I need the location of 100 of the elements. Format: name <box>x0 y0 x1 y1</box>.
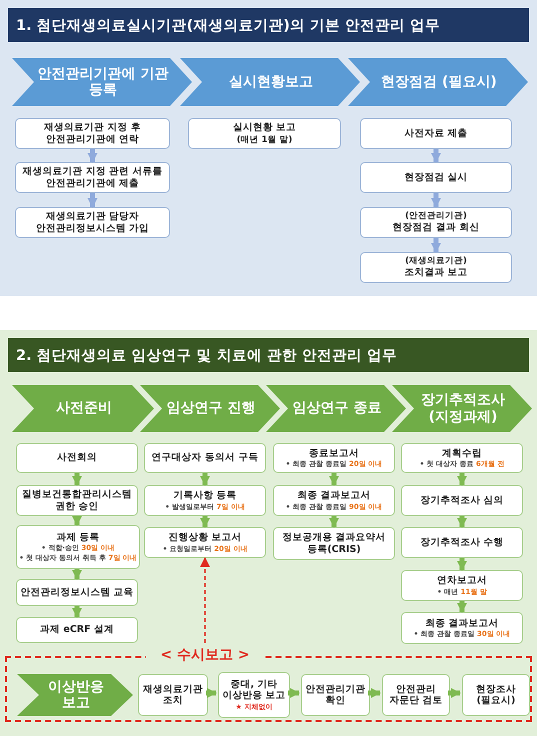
stage-title: 장기추적조사 (지정과제) <box>420 392 506 425</box>
process-box <box>360 252 512 283</box>
box-title: 정보공개용 결과요약서 등록(CRIS) <box>281 532 387 555</box>
box-title: 안전관리기관 확인 <box>304 684 366 706</box>
box-title: 연구대상자 동의서 구득 <box>152 452 258 464</box>
arrow <box>206 688 217 698</box>
arrow <box>88 193 98 208</box>
stage-title: 현장점검 (필요시) <box>380 74 498 90</box>
box-title: 안전관리정보시스템 교육 <box>20 586 134 598</box>
arrow <box>72 606 82 618</box>
box-title: 안전관리 자문단 검토 <box>388 684 444 706</box>
arrow <box>288 688 300 698</box>
chevron-banner <box>12 58 192 106</box>
process-box <box>15 162 170 193</box>
box-title: 진행상황 보고서 <box>168 532 242 544</box>
box-title: 과제 등록 <box>56 532 100 544</box>
stage-title: 임상연구 진행 <box>166 400 256 417</box>
arrow <box>72 473 82 486</box>
arrow <box>368 688 381 698</box>
chevron-banner <box>17 674 133 716</box>
box-title: 질병보건통합관리시스템 권한 승인 <box>21 489 133 512</box>
box-title: 재생의료기관 지정 관련 서류를 안전관리기관에 제출 <box>22 166 164 189</box>
box-title: 최종 결과보고서 <box>297 490 371 502</box>
chevron-banner <box>12 385 154 432</box>
box-title: 장기추적조사 심의 <box>420 494 504 506</box>
box-title: 현장점검 실시 <box>404 172 468 184</box>
process-box <box>16 525 140 569</box>
process-box <box>16 443 138 473</box>
process-box <box>218 672 290 718</box>
arrow <box>329 473 339 486</box>
process-box <box>15 207 170 238</box>
process-box <box>16 617 138 643</box>
stage-title: 임상연구 종료 <box>292 400 382 417</box>
process-box <box>144 527 266 558</box>
section-panel <box>0 330 537 736</box>
box-title: 실시현황 보고 <box>232 122 296 134</box>
box-title: 사전회의 <box>57 452 97 464</box>
box-title: (안전관리기관) <box>405 211 467 222</box>
process-box <box>188 118 341 149</box>
process-box <box>401 612 523 644</box>
process-box <box>273 443 395 473</box>
process-box <box>273 527 395 560</box>
chevron-banner <box>180 58 360 106</box>
section-title: 2. 첨단재생의료 임상연구 및 치료에 관한 안전관리 업무 <box>8 338 529 372</box>
box-title: 현장조사 (필요시) <box>475 684 517 706</box>
box-title: (재생의료기관) <box>405 256 467 266</box>
box-title: 과제 eCRF 설계 <box>40 624 114 636</box>
box-title: 연차보고서 <box>437 575 487 586</box>
arrow <box>329 516 339 528</box>
process-box <box>15 118 170 149</box>
process-box <box>401 443 523 473</box>
arrow <box>431 193 441 208</box>
dashed-arrow <box>200 557 210 643</box>
arrow <box>431 149 441 163</box>
arrow <box>457 473 467 486</box>
chevron-banner <box>392 385 532 432</box>
arrow <box>72 569 82 580</box>
arrow <box>72 516 82 526</box>
process-box <box>360 207 512 238</box>
box-title: 계획수립 <box>442 448 482 459</box>
box-title: 장기추적조사 수행 <box>420 536 504 548</box>
section-title: 1. 첨단재생의료실시기관(재생의료기관)의 기본 안전관리 업무 <box>8 8 529 42</box>
stage-title: 실시현황보고 <box>228 74 314 90</box>
stage-title: 사전준비 <box>55 400 113 417</box>
arrow <box>200 516 210 528</box>
box-title: 재생의료기관 조치 <box>142 684 204 706</box>
box-note: 현장점검 결과 회신 <box>392 222 480 234</box>
process-box <box>16 485 138 516</box>
process-box <box>401 570 523 601</box>
arrow <box>457 516 467 528</box>
section-panel <box>0 0 537 296</box>
process-box <box>273 485 395 516</box>
chevron-banner <box>140 385 280 432</box>
process-box <box>401 527 523 558</box>
chevron-banner <box>348 58 528 106</box>
arrow <box>88 149 98 163</box>
process-box <box>16 579 138 606</box>
box-title: 기록사항 등록 <box>173 490 237 502</box>
box-note: 조치결과 보고 <box>404 267 468 279</box>
arrow <box>448 688 461 698</box>
process-box <box>462 674 530 716</box>
box-title: 종료보고서 <box>309 448 359 459</box>
arrow <box>457 558 467 571</box>
stage-title: 이상반응 보고 <box>47 678 105 712</box>
box-title: 재생의료기관 지정 후 안전관리기관에 연락 <box>43 122 142 145</box>
region-title: < 수시보고 > <box>146 646 264 664</box>
process-box <box>360 118 512 149</box>
arrow <box>200 473 210 486</box>
process-box <box>401 485 523 516</box>
box-note: (매년 1월 말) <box>236 134 292 145</box>
box-title: 재생의료기관 담당자 안전관리정보시스템 가입 <box>34 211 150 234</box>
process-box <box>301 674 370 716</box>
process-box <box>144 443 266 473</box>
arrow <box>431 238 441 253</box>
process-box <box>138 674 208 716</box>
box-title: 중대, 기타 이상반응 보고 <box>221 678 287 702</box>
process-box <box>360 162 512 193</box>
box-title: 사전자료 제출 <box>404 128 468 140</box>
chevron-banner <box>266 385 406 432</box>
stage-title: 안전관리기관에 기관 등록 <box>36 66 170 98</box>
